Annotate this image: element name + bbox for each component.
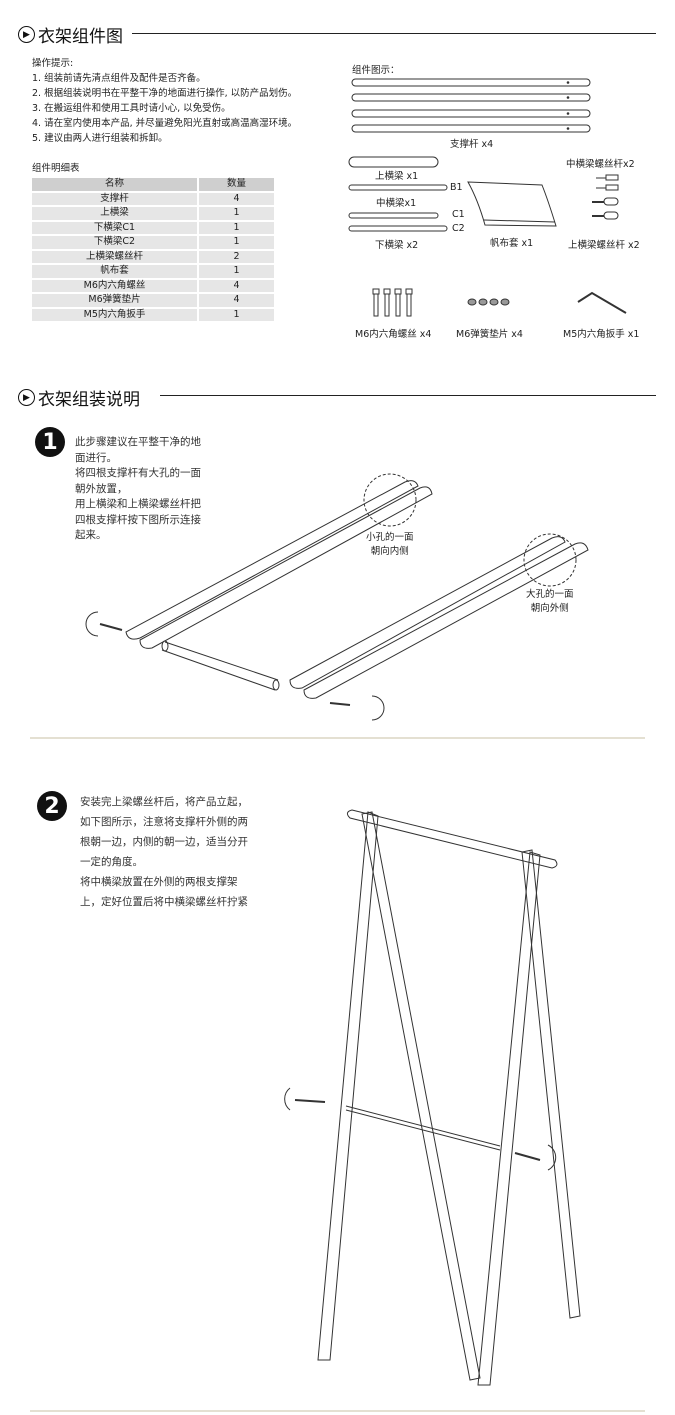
parts-table-title: 组件明细表 [32,163,80,174]
arrow-circle-icon: ▶ [18,389,35,406]
canvas-cover-illustration [467,181,557,227]
diagram-heading: 组件图示： [352,65,400,76]
tip-item: 3. 在搬运组件和使用工具时请小心, 以免受伤。 [32,103,231,114]
callout-large-hole: 大孔的一面 朝向外侧 [526,589,574,614]
tip-item: 2. 根据组装说明书在平整干净的地面进行操作, 以防产品划伤。 [32,88,298,99]
step1-illustration [85,473,589,721]
label-bottom-beam: 下横梁 x2 [375,240,419,251]
label-m5-wrench: M5内六角扳手 x1 [563,329,640,340]
tip-item: 1. 组装前请先清点组件及配件是否齐备。 [32,73,206,84]
label-top-screw: 上横梁螺丝杆 x2 [568,240,640,251]
label-c2: C2 [452,223,465,234]
label-top-beam: 上横梁 x1 [375,171,419,182]
step-number-2: 2 [37,791,67,821]
tip-item: 4. 请在室内使用本产品, 并尽量避免阳光直射或高温高湿环境。 [32,118,298,129]
hex-wrench-illustration [577,291,627,314]
section-title-assembly: ▶ 衣架组装说明 [18,385,140,410]
label-b1: B1 [450,182,463,193]
beams-illustration [348,156,448,232]
tip-item: 5. 建议由两人进行组装和拆卸。 [32,133,168,144]
arrow-circle-icon: ▶ [18,26,35,43]
step1-text: 此步骤建议在平整干净的地 面进行。 将四根支撑杆有大孔的一面 朝外放置， 用上横… [75,436,201,541]
label-canvas-cover: 帆布套 x1 [490,238,534,249]
tips-heading: 操作提示: [32,58,74,69]
bolts-illustration [372,288,413,317]
step-number-1: 1 [35,427,65,457]
label-mid-screw: 中横梁螺丝杆x2 [566,159,635,170]
callout-small-hole: 小孔的一面 朝向内侧 [366,532,414,557]
step2-text: 安装完上梁螺丝杆后，将产品立起， 如下图所示，注意将支撑杆外侧的两 根朝一边，内… [80,796,248,908]
label-c1: C1 [452,209,465,220]
section-title-components: ▶ 衣架组件图 [18,22,123,47]
support-rods-illustration [351,78,591,133]
step-divider [30,1410,645,1412]
label-mid-beam: 中横梁x1 [376,198,417,209]
table-header-row: 名称 数量 [32,178,274,191]
section-rule [132,33,656,34]
operation-tips: 操作提示: 1. 组装前请先清点组件及配件是否齐备。 2. 根据组装说明书在平整… [32,56,297,146]
screws-illustration [592,174,619,220]
section-rule [160,395,656,396]
washers-illustration [467,298,510,306]
label-m6-screw: M6内六角螺丝 x4 [355,329,432,340]
label-m6-washer: M6弹簧垫片 x4 [456,329,523,340]
step-divider [30,737,645,739]
label-support-rod: 支撑杆 x4 [450,139,494,150]
step2-illustration [284,809,581,1386]
